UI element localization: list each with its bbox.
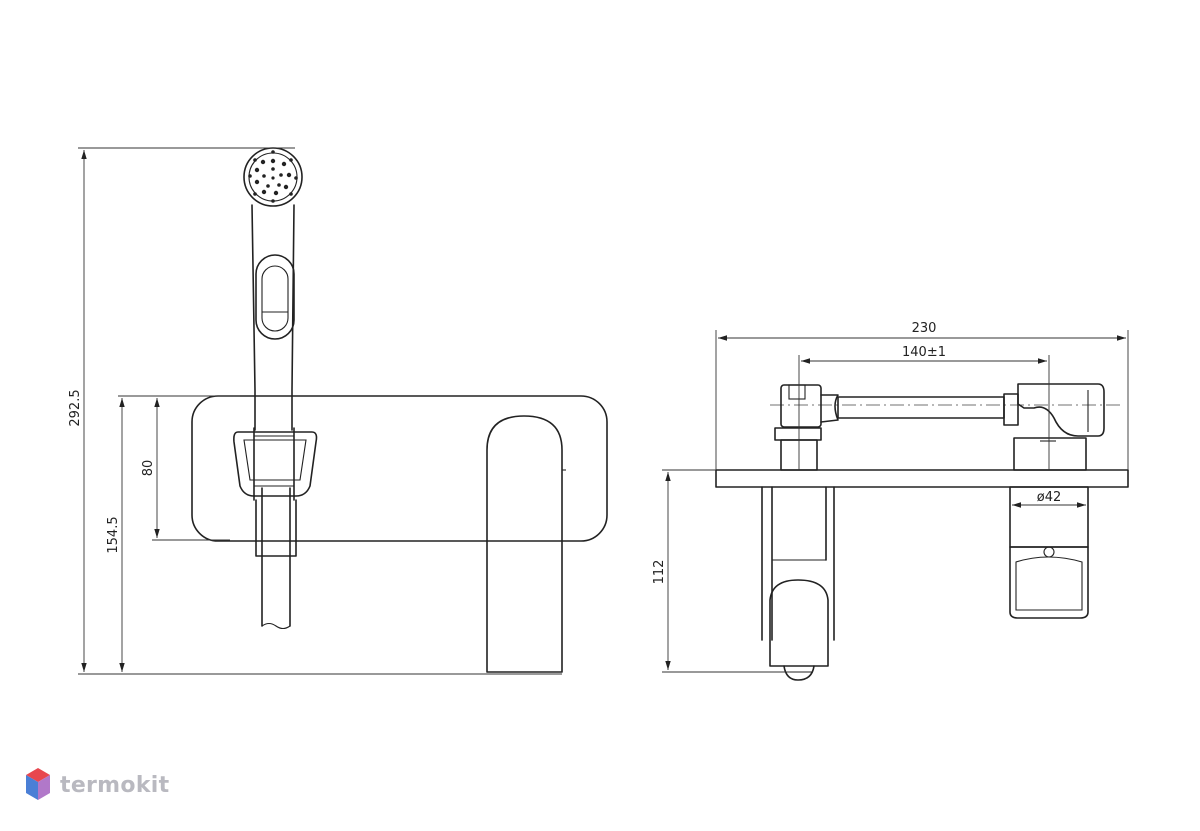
dim-plate-height: 80 xyxy=(141,460,156,477)
side-wall-plate xyxy=(715,469,1129,488)
handshower-holder xyxy=(233,431,318,497)
front-dimensions: 292.5 154.5 80 xyxy=(68,147,562,675)
dim-diameter: ø42 xyxy=(1037,490,1062,505)
front-view xyxy=(191,147,608,673)
diverter-body xyxy=(1017,383,1105,437)
hose xyxy=(261,487,291,627)
dim-total-width: 230 xyxy=(912,321,937,336)
dim-spout-height: 154.5 xyxy=(106,516,121,553)
dim-total-height: 292.5 xyxy=(68,389,83,426)
brand-logo: termokit xyxy=(24,766,169,804)
spout-body xyxy=(486,415,563,673)
side-view xyxy=(715,383,1129,681)
dim-depth: 112 xyxy=(652,560,667,585)
dim-centers: 140±1 xyxy=(902,345,946,360)
trigger-button xyxy=(255,254,295,340)
handshower-head xyxy=(243,147,303,207)
brand-name: termokit xyxy=(60,772,170,798)
side-spout xyxy=(761,486,835,641)
wall-plate-outline xyxy=(191,395,608,542)
brand-cube-icon xyxy=(26,768,50,800)
side-handle xyxy=(1009,546,1089,619)
side-dimensions: 230 140±1 ø42 112 xyxy=(652,321,1129,673)
